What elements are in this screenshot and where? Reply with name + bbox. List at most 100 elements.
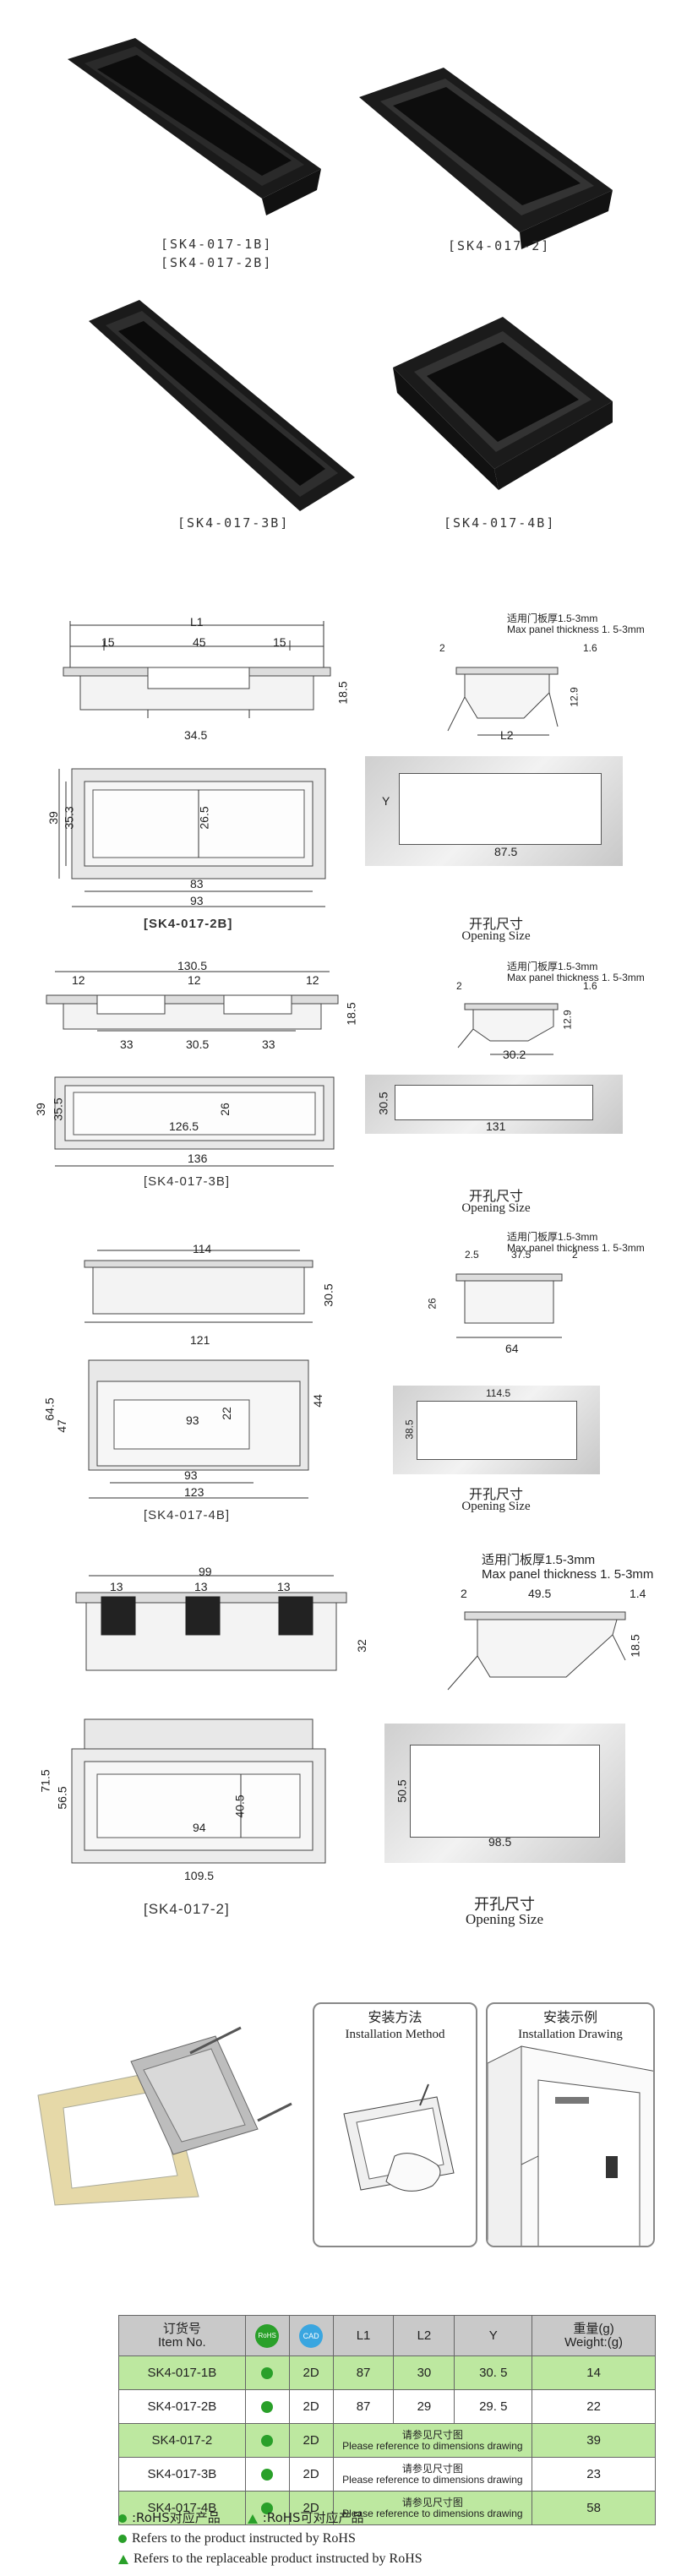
- photo-caption-sk4-017-2b: [SK4-017-2B]: [161, 255, 273, 270]
- front-view-4b: [84, 1250, 313, 1323]
- rohs-dot-icon: [118, 2535, 127, 2544]
- dim-2b-top-h1: 39: [46, 811, 60, 825]
- top-view-2b: [58, 768, 326, 907]
- dim-4b-side-a: 2.5: [465, 1249, 479, 1261]
- photo-caption-sk4-017-3b: [SK4-017-3B]: [177, 515, 290, 531]
- dim-3b-w: 130.5: [177, 959, 208, 972]
- dim-4b-top-h2: 47: [54, 1419, 68, 1433]
- cell-item: SK4-017-3B: [118, 2457, 246, 2492]
- dim-4b-top-w3: 123: [184, 1485, 204, 1499]
- dim-2-open-h: 50.5: [395, 1779, 409, 1803]
- side-view-2b: [447, 667, 559, 736]
- dim-4b-top-w2: 93: [184, 1468, 198, 1482]
- dim-2-h: 32: [354, 1639, 368, 1653]
- dim-4b-side-h: 26: [426, 1298, 439, 1310]
- cell-weight: 23: [532, 2457, 656, 2492]
- drawing-caption-2b: [SK4-017-2B]: [144, 917, 233, 931]
- cell-weight: 14: [532, 2355, 656, 2390]
- dim-3b-h: 18.5: [344, 1002, 358, 1026]
- installation-method-cn: 安装方法: [368, 2009, 422, 2025]
- top-view-3b: [54, 1076, 335, 1167]
- drawing-caption-4b: [SK4-017-4B]: [144, 1508, 231, 1522]
- dim-3b-top-w1: 126.5: [169, 1119, 199, 1133]
- dim-4b-open-w: 114.5: [486, 1387, 511, 1399]
- dim-3b-b: 12: [188, 973, 201, 987]
- dim-2-side-b: 49.5: [528, 1587, 552, 1600]
- dim-2b-a: 15: [101, 635, 115, 649]
- rohs-dot-icon: [261, 2502, 274, 2515]
- rohs-replaceable-triangle-icon: [118, 2554, 128, 2564]
- cell-weight: 39: [532, 2423, 656, 2458]
- dim-2-top-h3: 40.5: [232, 1794, 247, 1818]
- photo-sk4-017-2: [359, 68, 613, 249]
- opening-size-en-3b: Opening Size: [461, 1201, 531, 1215]
- rohs-replaceable-triangle-icon: [247, 2513, 258, 2524]
- dim-2-top-h1: 71.5: [38, 1769, 52, 1793]
- opening-size-en-2b: Opening Size: [461, 929, 531, 943]
- cell-item: SK4-017-2: [118, 2423, 246, 2458]
- cell-y: 30. 5: [454, 2355, 533, 2390]
- header-weight: 重量(g)Weight:(g): [532, 2315, 656, 2356]
- side-view-2: [447, 1611, 626, 1691]
- dim-2b-w: 34.5: [184, 728, 208, 742]
- cell-cad: 2D: [288, 2491, 334, 2525]
- cell-cad: 2D: [288, 2457, 334, 2492]
- legend-line-en-replace: Refers to the replaceable product instru…: [118, 2549, 422, 2569]
- rohs-dot-icon: [261, 2367, 274, 2380]
- panel-note-2: 适用门板厚1.5-3mm Max panel thickness 1. 5-3m…: [482, 1553, 654, 1582]
- dim-2-top-w2: 109.5: [184, 1869, 215, 1882]
- installation-exploded-view: [37, 2026, 292, 2206]
- dim-3b-top-h2: 35.5: [51, 1097, 65, 1121]
- rohs-dot-icon: [261, 2469, 274, 2481]
- dim-2b-c: 15: [273, 635, 286, 649]
- side-view-3b: [457, 1003, 559, 1055]
- rohs-legend: :RoHS对应产品 :RoHS可对应产品 Refers to the produ…: [118, 2508, 422, 2569]
- cell-rohs: [244, 2457, 290, 2492]
- opening-size-en-2: Opening Size: [465, 1911, 544, 1927]
- dim-2b-side-l2: L2: [500, 728, 514, 742]
- cell-l2: 29: [393, 2389, 455, 2424]
- dim-2b-side-b: 1.6: [583, 642, 597, 654]
- dim-3b-top-h3: 26: [217, 1103, 232, 1116]
- cad-icon: CAD: [299, 2323, 324, 2348]
- dim-3b-s3: 33: [262, 1037, 275, 1051]
- dim-3b-side-h: 12.9: [561, 1010, 574, 1030]
- cell-weight: 22: [532, 2389, 656, 2424]
- dim-2-open-w: 98.5: [488, 1835, 512, 1849]
- cell-item: SK4-017-4B: [118, 2491, 246, 2525]
- photo-sk4-017-1b: [68, 38, 321, 215]
- dim-2b-h: 18.5: [335, 681, 350, 705]
- rohs-dot-icon: [118, 2514, 127, 2524]
- opening-panel-2: [384, 1724, 625, 1863]
- photo-caption-sk4-017-4b: [SK4-017-4B]: [444, 515, 556, 531]
- dim-2b-side-a: 2: [439, 642, 445, 654]
- dim-3b-top-w2: 136: [188, 1152, 208, 1165]
- dim-2b-top-h2: 35.3: [62, 806, 76, 830]
- photo-sk4-017-3b: [89, 300, 355, 511]
- dim-3b-a: 12: [72, 973, 85, 987]
- dim-2b-open-y: Y: [382, 794, 390, 808]
- rohs-icon: RoHS: [255, 2323, 280, 2348]
- panel-note-4b: 适用门板厚1.5-3mm Max panel thickness 1. 5-3m…: [507, 1231, 645, 1254]
- installation-method-en: Installation Method: [345, 2028, 445, 2041]
- panel-note-2b: 适用门板厚1.5-3mm Max panel thickness 1. 5-3m…: [507, 613, 645, 635]
- cell-cad: 2D: [288, 2423, 334, 2458]
- cell-l2: 30: [393, 2355, 455, 2390]
- rohs-dot-icon: [261, 2401, 274, 2414]
- table-row: SK4-017-1B 2D 87 30 30. 5 14: [118, 2355, 656, 2390]
- dim-2b-top-w2: 93: [190, 894, 204, 907]
- photo-caption-sk4-017-1b: [SK4-017-1B]: [161, 237, 273, 252]
- drawing-caption-3b: [SK4-017-3B]: [144, 1174, 231, 1189]
- top-view-4b: [88, 1359, 309, 1499]
- opening-panel-4b: [393, 1386, 600, 1474]
- dim-2-side-h: 18.5: [628, 1634, 642, 1658]
- front-view-3b: [46, 971, 339, 1032]
- dim-4b-top-h3: 22: [219, 1407, 233, 1420]
- installation-drawing-cn: 安装示例: [542, 2009, 597, 2025]
